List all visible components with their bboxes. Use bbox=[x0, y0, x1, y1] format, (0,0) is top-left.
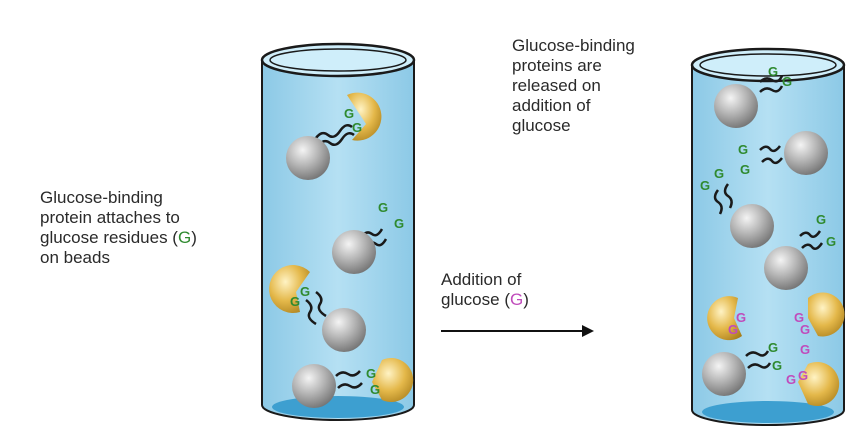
right-caption: Glucose-binding proteins are released on… bbox=[512, 36, 635, 135]
bead-r5: G G bbox=[702, 340, 782, 396]
free-glucose-label: G bbox=[728, 322, 738, 337]
glucose-label: G bbox=[740, 162, 750, 177]
binding-protein bbox=[798, 362, 840, 407]
binding-protein bbox=[269, 265, 310, 314]
bead bbox=[332, 230, 376, 274]
binding-protein bbox=[347, 92, 382, 141]
glucose-label: G bbox=[768, 64, 778, 79]
bead-2: G G bbox=[332, 200, 404, 274]
binding-protein bbox=[808, 292, 845, 337]
bead-r3: G G bbox=[700, 166, 774, 248]
free-glucose-label: G bbox=[800, 322, 810, 337]
glucose-label: G bbox=[738, 142, 748, 157]
glucose-label: G bbox=[352, 120, 362, 135]
glucose-label: G bbox=[714, 166, 724, 181]
process-arrow bbox=[441, 325, 594, 337]
glucose-label: G bbox=[344, 106, 354, 121]
glucose-label: G bbox=[290, 294, 300, 309]
bead bbox=[286, 136, 330, 180]
glucose-label: G bbox=[366, 366, 376, 381]
right-column-rim bbox=[690, 47, 846, 83]
free-glucose-label: G bbox=[736, 310, 746, 325]
bead-r1: G G bbox=[714, 64, 792, 128]
bead bbox=[292, 364, 336, 408]
glucose-label: G bbox=[394, 216, 404, 231]
bead-with-protein-1: G G bbox=[286, 92, 382, 180]
bead bbox=[764, 246, 808, 290]
free-glucose-label: G bbox=[798, 368, 808, 383]
left-caption: Glucose-binding protein attaches to gluc… bbox=[40, 188, 197, 267]
released-protein-3: G G G bbox=[786, 342, 840, 407]
bead bbox=[714, 84, 758, 128]
right-column-base bbox=[702, 401, 834, 423]
glucose-label: G bbox=[782, 74, 792, 89]
bead-with-protein-4: G G bbox=[292, 358, 414, 408]
released-protein-1: G G bbox=[707, 296, 746, 341]
free-glucose-label: G bbox=[794, 310, 804, 325]
bead bbox=[730, 204, 774, 248]
glucose-label: G bbox=[300, 284, 310, 299]
arrow-caption: Addition of glucose (G) bbox=[441, 270, 529, 309]
glucose-label: G bbox=[700, 178, 710, 193]
bead bbox=[322, 308, 366, 352]
bead-r4: G G bbox=[764, 212, 836, 290]
bead bbox=[702, 352, 746, 396]
glucose-label: G bbox=[772, 358, 782, 373]
left-column-rim bbox=[260, 42, 416, 78]
bead-r2: G G bbox=[738, 131, 828, 177]
glucose-label: G bbox=[816, 212, 826, 227]
bead-with-protein-3: G G bbox=[269, 265, 366, 352]
glucose-label: G bbox=[826, 234, 836, 249]
binding-protein bbox=[372, 358, 414, 402]
bead bbox=[784, 131, 828, 175]
free-glucose-label: G bbox=[800, 342, 810, 357]
glucose-label: G bbox=[768, 340, 778, 355]
glucose-label: G bbox=[378, 200, 388, 215]
glucose-label: G bbox=[370, 382, 380, 397]
binding-protein bbox=[707, 296, 742, 341]
released-protein-2: G G bbox=[794, 292, 845, 337]
free-glucose-label: G bbox=[786, 372, 796, 387]
